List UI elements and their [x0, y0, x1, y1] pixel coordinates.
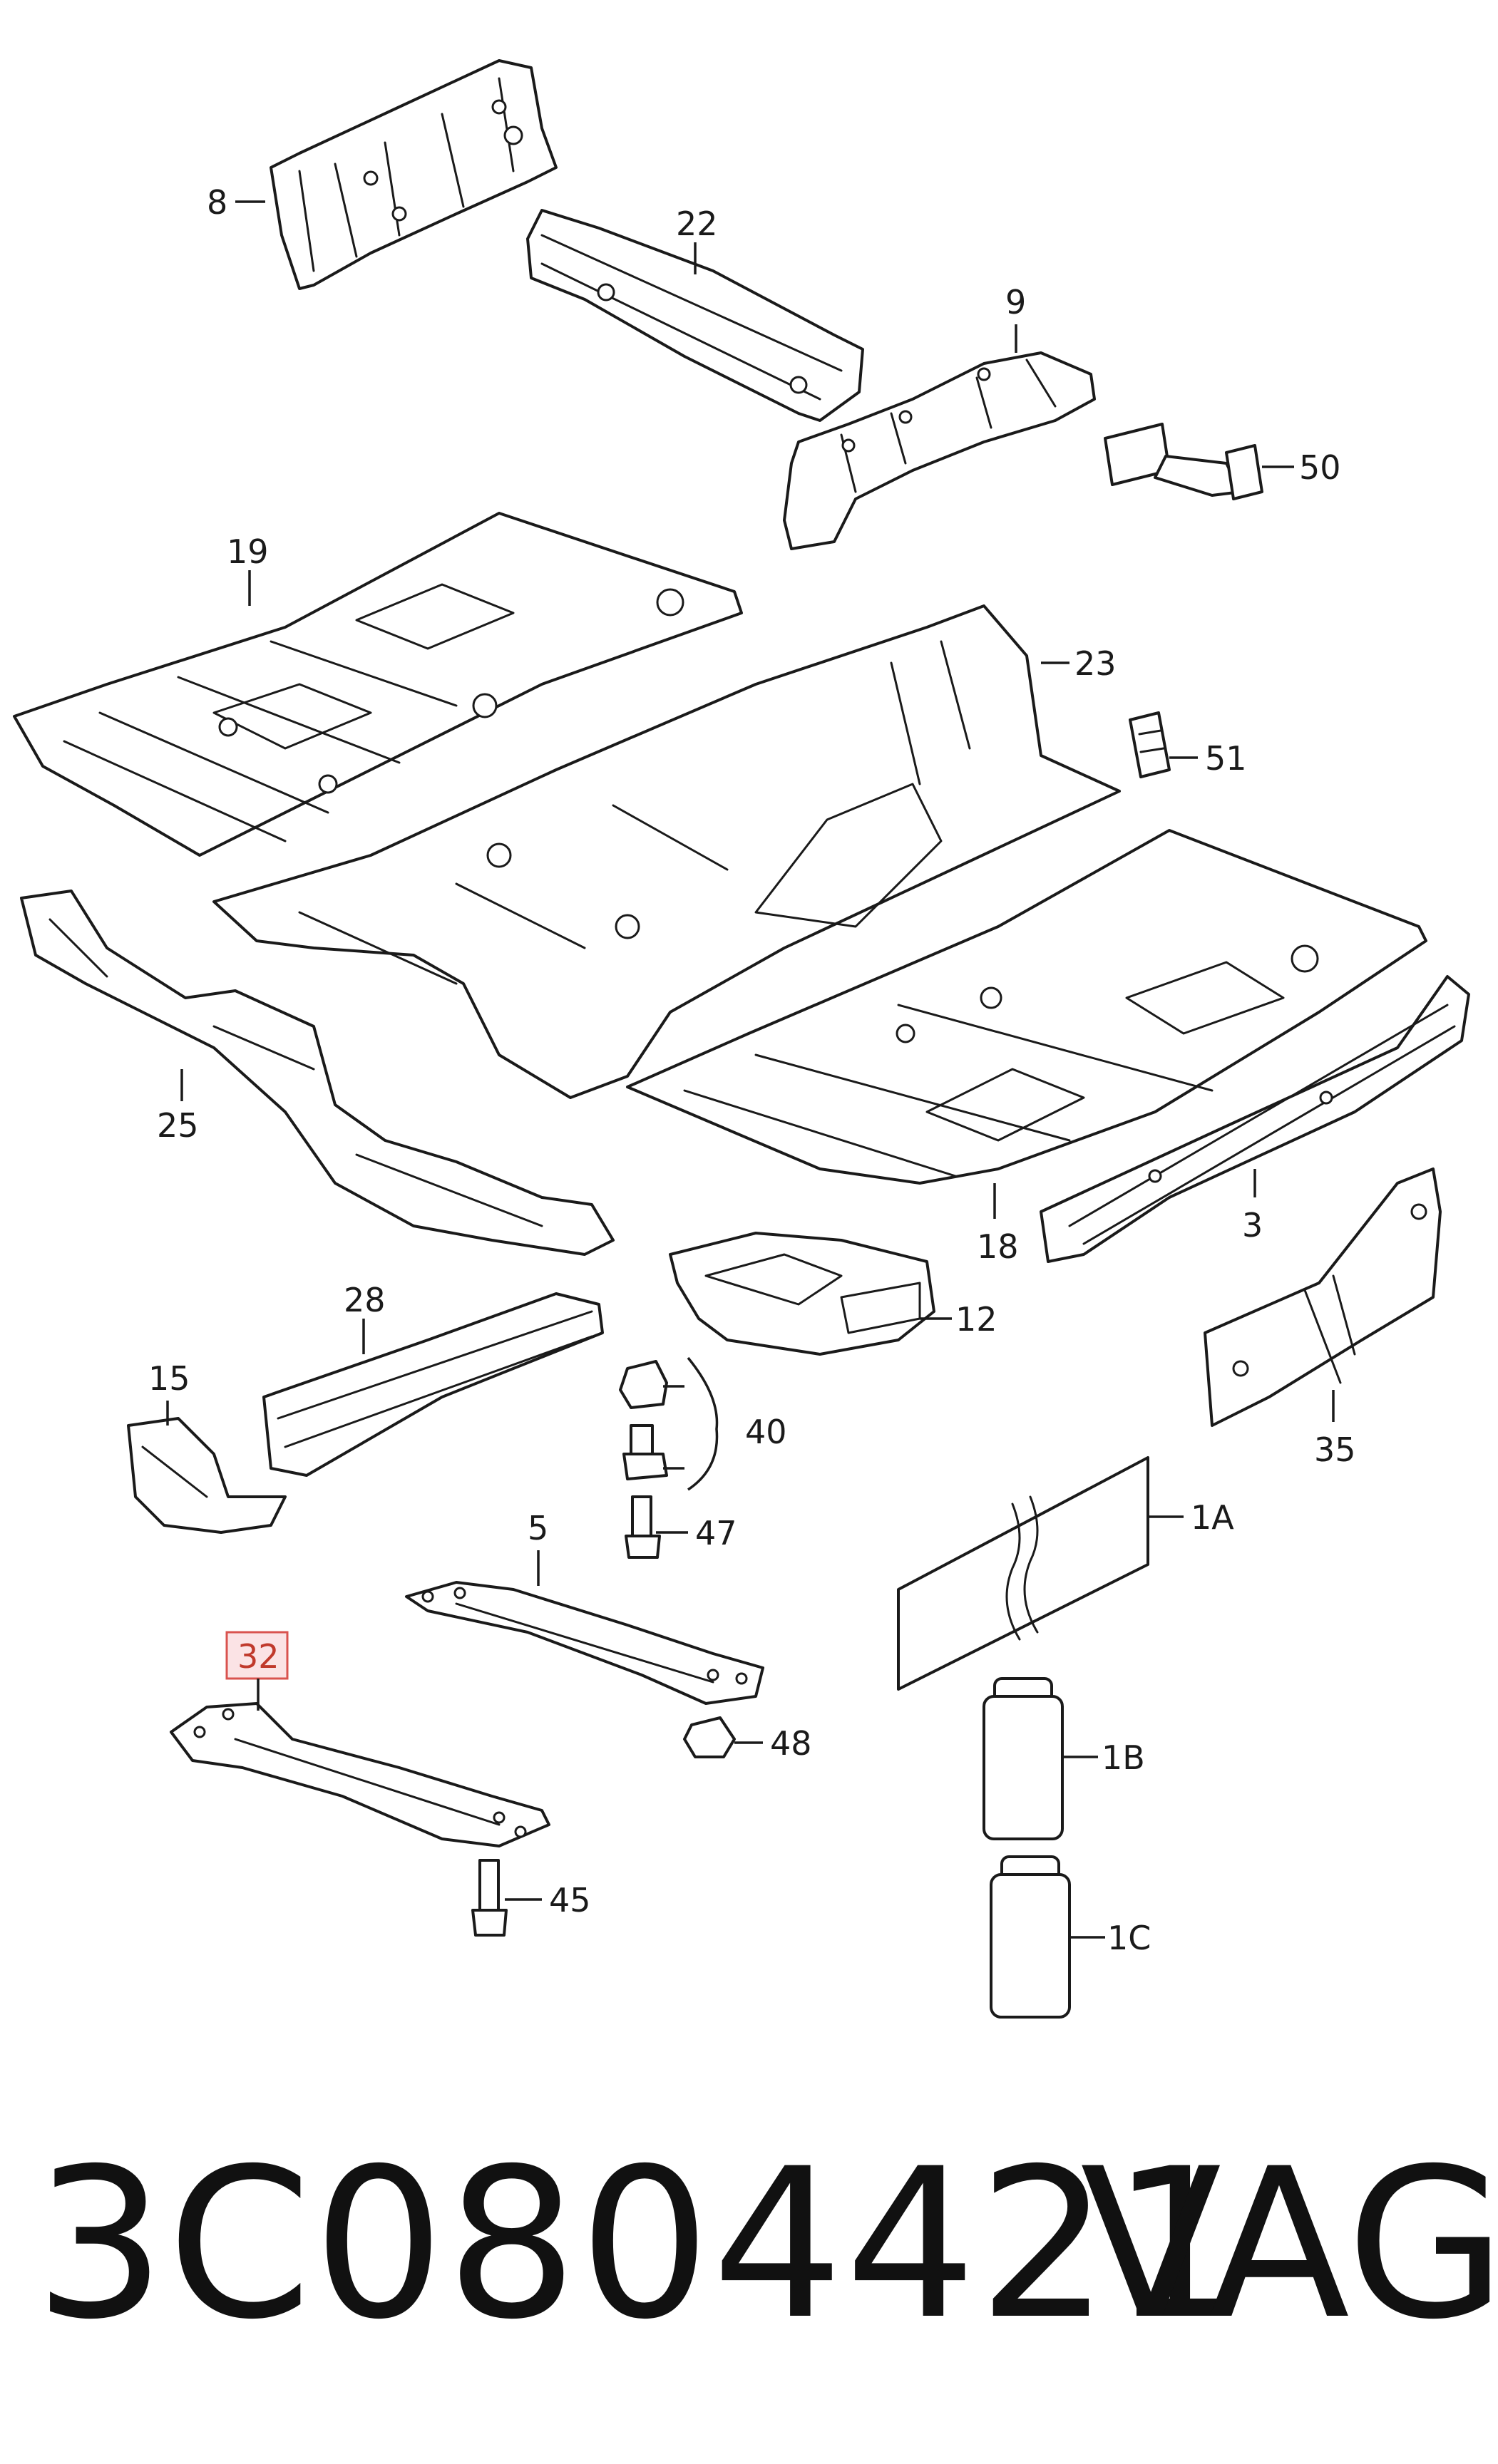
callout-3-label: 3 [1242, 1206, 1263, 1244]
callout-45-label: 45 [549, 1881, 591, 1919]
callout-35: 35 [1314, 1390, 1356, 1469]
brand-label: VAG [1080, 2125, 1498, 2365]
part-45-bolt [471, 1859, 508, 1937]
part-35-pillar [1204, 1167, 1442, 1427]
callout-48-label: 48 [770, 1724, 812, 1763]
part-1C-cartridge [990, 1855, 1071, 2019]
callout-32-label: 32 [237, 1637, 279, 1676]
callout-50-label: 50 [1299, 448, 1341, 487]
part-8-reinforcement [270, 59, 558, 290]
callout-15-label: 15 [148, 1359, 190, 1398]
callout-28-label: 28 [344, 1281, 386, 1319]
callout-23-label: 23 [1074, 644, 1117, 683]
callout-51-label: 51 [1205, 739, 1247, 778]
part-25-longitudinal-member [20, 890, 615, 1256]
callout-8-label: 8 [207, 183, 227, 222]
part-12-wheel-well [669, 1232, 935, 1356]
callout-23: 23 [1041, 644, 1117, 683]
part-51-clip [1129, 711, 1171, 778]
callout-19-label: 19 [227, 532, 269, 571]
callout-40: 40 [745, 1413, 787, 1451]
callout-22: 22 [676, 205, 718, 274]
part-19-floor-pan-left [13, 512, 743, 857]
callout-47: 47 [656, 1514, 737, 1552]
callout-47-label: 47 [695, 1514, 737, 1552]
part-1A-tape [897, 1456, 1149, 1691]
callout-25: 25 [157, 1069, 199, 1145]
callout-18: 18 [977, 1183, 1019, 1266]
callout-19: 19 [227, 532, 269, 606]
callout-50: 50 [1262, 448, 1341, 487]
callout-9: 9 [1005, 283, 1026, 353]
callout-1C-label: 1C [1107, 1919, 1151, 1957]
callout-1C: 1C [1071, 1919, 1151, 1957]
part-28-rail [262, 1292, 604, 1477]
part-32-cross-brace [170, 1702, 550, 1847]
callout-9-label: 9 [1005, 283, 1026, 321]
callout-25-label: 25 [157, 1106, 199, 1145]
part-40-fasteners [619, 1356, 719, 1491]
callout-1B: 1B [1064, 1738, 1145, 1777]
part-3-sill [1040, 975, 1470, 1263]
part-23-center-floor [212, 604, 1121, 1099]
callout-12-label: 12 [955, 1300, 997, 1339]
callout-5-label: 5 [528, 1509, 548, 1547]
callout-1A-label: 1A [1191, 1498, 1234, 1537]
part-1B-cartridge [983, 1677, 1064, 1840]
part-5-cross-brace [405, 1581, 764, 1705]
callout-5: 5 [528, 1509, 548, 1586]
part-50-bracket [1104, 423, 1263, 500]
part-48-nut [683, 1716, 736, 1758]
part-22-cross-member [526, 209, 864, 422]
callout-3: 3 [1242, 1169, 1263, 1244]
part-number: 3C0804421 [34, 2125, 1244, 2365]
callout-15: 15 [148, 1359, 190, 1426]
callout-12: 12 [920, 1300, 997, 1339]
callout-1A: 1A [1149, 1498, 1234, 1537]
callout-18-label: 18 [977, 1227, 1019, 1266]
callout-45: 45 [505, 1881, 591, 1919]
callout-28: 28 [344, 1281, 386, 1354]
callout-22-label: 22 [676, 205, 718, 243]
callout-48: 48 [734, 1724, 812, 1763]
callout-1B-label: 1B [1102, 1738, 1145, 1777]
callout-51: 51 [1169, 739, 1247, 778]
part-15-bracket [127, 1417, 287, 1534]
part-9-support [783, 351, 1096, 550]
callout-35-label: 35 [1314, 1431, 1356, 1469]
callout-40-label: 40 [745, 1413, 787, 1451]
part-18-floor-pan-right [626, 829, 1427, 1185]
callout-32: 32 [225, 1631, 289, 1711]
callout-32-highlight [225, 1631, 289, 1680]
callout-8: 8 [207, 183, 265, 222]
part-47-bolt [625, 1495, 661, 1559]
